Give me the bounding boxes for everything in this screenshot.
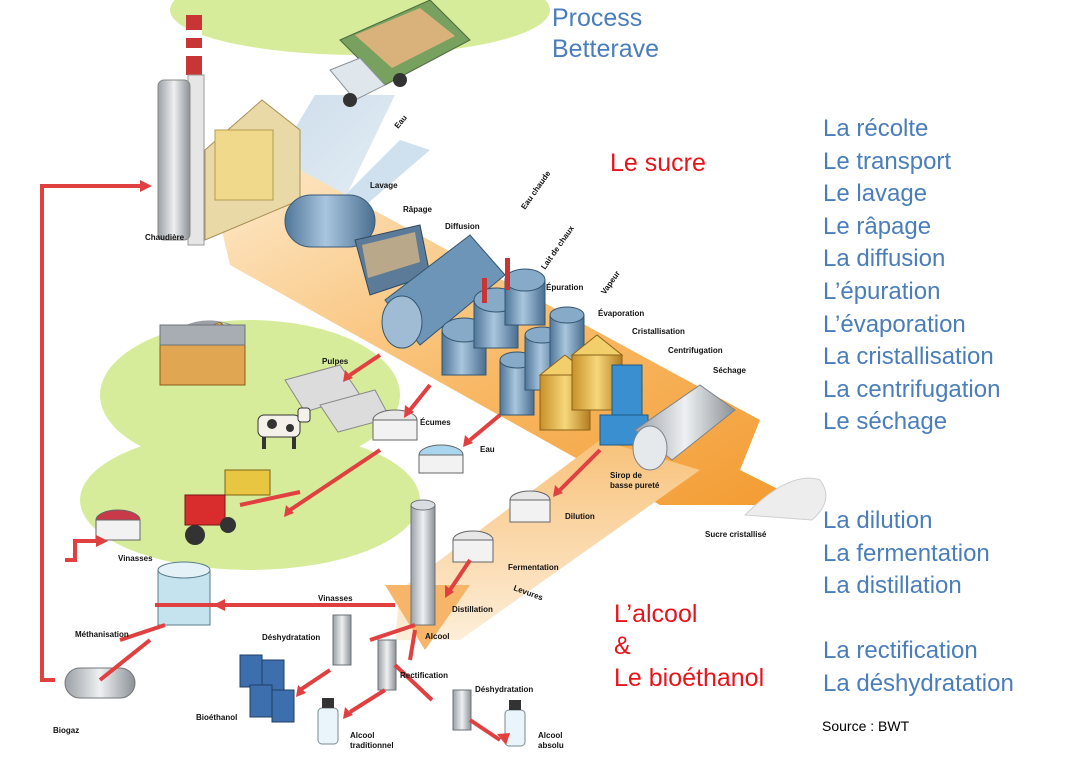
final-step: La déshydratation <box>823 669 1014 697</box>
sugar-step: La diffusion <box>823 245 946 273</box>
field-harvest <box>80 430 420 570</box>
label-alcool-trad-1: Alcool <box>350 731 374 740</box>
distillation-column <box>410 499 436 626</box>
label-diffusion: Diffusion <box>445 222 480 231</box>
process-title: Process Betterave <box>552 3 659 65</box>
sugar-step: La récolte <box>823 115 929 142</box>
label-epuration: Épuration <box>546 283 583 292</box>
alcool-heading-line-2: & <box>614 632 631 660</box>
diffuser <box>381 234 506 349</box>
label-sirop-2: basse pureté <box>610 481 660 490</box>
sugar-pile <box>743 477 827 521</box>
label-alcool-trad-2: traditionnel <box>350 741 394 750</box>
alcohol-step: La fermentation <box>823 539 990 567</box>
barn <box>159 320 246 386</box>
biogas-tank <box>64 667 136 699</box>
label-fermentation: Fermentation <box>508 563 559 572</box>
alcohol-bottles <box>317 698 526 747</box>
bioethanol-barrels <box>239 654 295 723</box>
sugar-step: La centrifugation <box>823 375 1001 403</box>
sugar-step: L’épuration <box>823 277 941 305</box>
label-eau-2: Eau <box>480 445 495 454</box>
alcohol-flow-band <box>395 440 700 640</box>
alcool-heading-line-3: Le bioéthanol <box>614 664 765 692</box>
beet-truck <box>329 0 471 107</box>
sugar-step: Le lavage <box>823 180 928 208</box>
purification-tanks <box>441 258 546 376</box>
sugar-step: Le transport <box>823 147 952 175</box>
label-bioethanol: Bioéthanol <box>196 713 237 722</box>
label-rectification: Rectification <box>400 671 448 680</box>
alcohol-step: La distillation <box>823 572 962 600</box>
cow <box>257 407 311 449</box>
sugar-step: L’évaporation <box>823 310 966 338</box>
label-biogaz: Biogaz <box>53 726 79 735</box>
sugar-step: Le râpage <box>823 212 932 240</box>
final-step: La rectification <box>823 637 978 664</box>
label-vinasses: Vinasses <box>118 554 153 563</box>
tractor <box>184 469 271 545</box>
boiler-plant <box>157 15 301 246</box>
label-alcool: Alcool <box>425 632 449 641</box>
crystallizers <box>538 334 624 431</box>
label-vinasses-top: Vinasses <box>318 594 353 603</box>
process-title-line-1: Process <box>552 4 643 32</box>
process-title-line-2: Betterave <box>552 35 660 63</box>
label-sucre-cristallise: Sucre cristallisé <box>705 530 767 539</box>
alcool-heading: L’alcool & Le bioéthanol <box>614 598 764 694</box>
label-lait-de-chaux: Lait de chaux <box>539 224 576 271</box>
label-dilution: Dilution <box>565 512 595 521</box>
sugar-step: Le séchage <box>823 408 948 436</box>
label-pulpes: Pulpes <box>322 357 349 366</box>
recycle-lines <box>40 184 602 742</box>
basin-eau <box>418 444 464 474</box>
small-columns <box>332 614 472 731</box>
label-methanisation: Méthanisation <box>75 630 129 639</box>
methaniser <box>157 561 211 626</box>
label-evaporation: Évaporation <box>598 309 644 318</box>
dryer <box>632 384 736 471</box>
basin-vinasses <box>95 509 141 541</box>
label-lavage: Lavage <box>370 181 398 190</box>
label-eau: Eau <box>393 113 409 130</box>
sugar-steps-list: La récolte Le transport Le lavage Le râp… <box>823 113 1000 439</box>
alcohol-step: La dilution <box>823 507 933 534</box>
label-ecumes: Écumes <box>420 418 451 427</box>
label-alcool-absolu-1: Alcool <box>538 731 562 740</box>
label-deshydratation-1: Déshydratation <box>262 633 320 642</box>
washer-tank <box>284 194 376 248</box>
final-steps-list: La rectification La déshydratation <box>823 635 1014 700</box>
label-rapage: Râpage <box>403 205 432 214</box>
rasper <box>354 224 431 296</box>
basin-ecumes <box>372 409 418 441</box>
alcohol-steps-list: La dilution La fermentation La distillat… <box>823 505 990 603</box>
basin-fermentation <box>452 530 494 563</box>
sucre-heading: Le sucre <box>610 149 706 177</box>
recycle-arrowheads <box>96 180 563 745</box>
label-chaudiere: Chaudière <box>145 233 185 242</box>
label-centrifugation: Centrifugation <box>668 346 723 355</box>
label-eau-chaude: Eau chaude <box>519 169 552 211</box>
label-deshydratation-2: Déshydratation <box>475 685 533 694</box>
label-cristallisation: Cristallisation <box>632 327 685 336</box>
alcool-heading-line-1: L’alcool <box>614 600 698 628</box>
label-sirop-1: Sirop de <box>610 471 643 480</box>
label-vapeur: Vapeur <box>599 269 622 296</box>
label-distillation: Distillation <box>452 605 493 614</box>
basin-dilution <box>509 490 551 523</box>
source-credit: Source : BWT <box>822 718 910 734</box>
sugar-step: La cristallisation <box>823 343 994 371</box>
label-sechage: Séchage <box>713 366 746 375</box>
label-alcool-absolu-2: absolu <box>538 741 564 750</box>
water-beam <box>345 140 430 210</box>
